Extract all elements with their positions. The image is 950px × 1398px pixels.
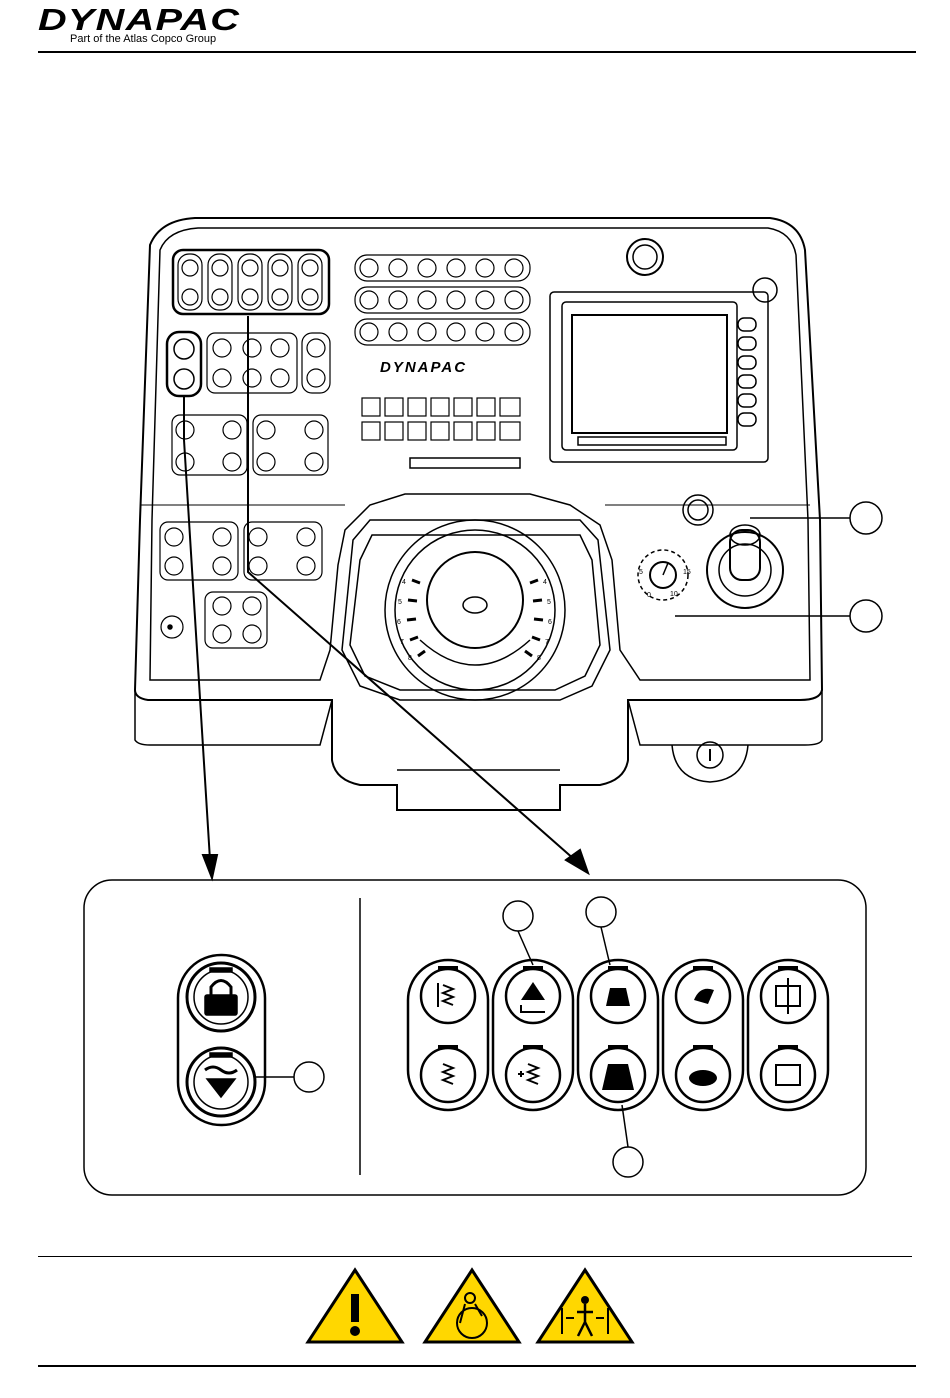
general-warning-icon xyxy=(308,1270,402,1342)
middle-button-rows xyxy=(355,255,530,345)
warning-symbols xyxy=(300,1266,640,1348)
svg-text:8: 8 xyxy=(408,655,412,662)
svg-text:6: 6 xyxy=(397,619,401,626)
svg-text:10: 10 xyxy=(670,591,678,598)
dial-scale: 0 5 15 10 xyxy=(639,569,691,599)
top-left-button-group xyxy=(173,250,329,314)
control-panel-diagram: DYNAPAC 0 5 15 10 xyxy=(0,0,950,1260)
svg-text:4: 4 xyxy=(543,579,547,586)
svg-text:0: 0 xyxy=(647,592,651,599)
svg-text:8: 8 xyxy=(537,655,541,662)
svg-text:5: 5 xyxy=(547,599,551,606)
crush-hazard-roller-icon xyxy=(425,1270,519,1342)
arrow-button-groups xyxy=(160,333,330,648)
footer-divider-bottom xyxy=(38,1365,916,1367)
svg-text:7: 7 xyxy=(400,639,404,646)
panel-callouts xyxy=(675,502,882,632)
svg-text:7: 7 xyxy=(545,639,549,646)
crush-hazard-person-icon xyxy=(538,1270,632,1342)
gauge-scale: 4 5 6 7 8 4 5 6 7 8 xyxy=(397,579,552,662)
footer-divider-top xyxy=(38,1256,912,1257)
steering-column xyxy=(385,520,565,700)
function-button-detail xyxy=(408,897,828,1177)
display-unit xyxy=(550,239,777,462)
svg-text:5: 5 xyxy=(639,569,643,576)
panel-brand-label: DYNAPAC xyxy=(380,359,467,376)
lock-float-group xyxy=(167,332,201,396)
svg-text:6: 6 xyxy=(548,619,552,626)
svg-text:4: 4 xyxy=(402,579,406,586)
detail-view xyxy=(84,880,866,1195)
svg-text:5: 5 xyxy=(398,599,402,606)
ignition-key-switch xyxy=(672,742,748,782)
svg-text:15: 15 xyxy=(683,569,691,576)
indicator-lamp-grid xyxy=(362,398,520,440)
lock-float-detail xyxy=(178,955,324,1125)
